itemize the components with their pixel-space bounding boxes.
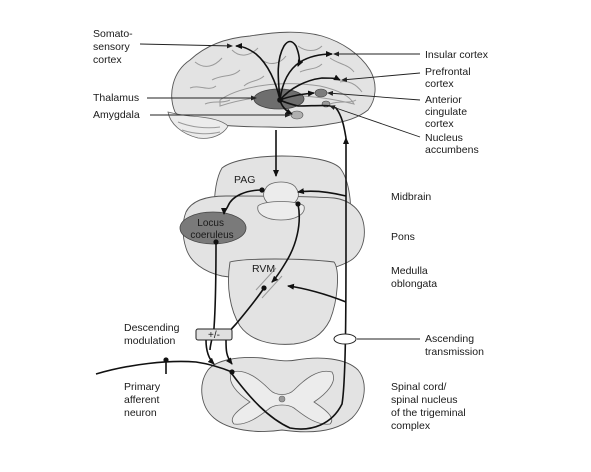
pag-node-right bbox=[295, 201, 301, 207]
label-nucleus-accumbens: Nucleus accumbens bbox=[425, 132, 479, 156]
label-na-line2: accumbens bbox=[425, 144, 479, 156]
label-acc-line2: cingulate bbox=[425, 106, 467, 118]
ascending-transmission-marker bbox=[333, 333, 357, 345]
tract-to-thalamus bbox=[279, 99, 347, 139]
rvm-region bbox=[255, 267, 283, 299]
label-pan-line2: afferent bbox=[124, 394, 159, 406]
label-pan-line1: Primary bbox=[124, 381, 161, 393]
collateral-to-rvm bbox=[287, 283, 347, 303]
leader-anterior-cingulate bbox=[327, 90, 421, 101]
label-pons: Pons bbox=[391, 231, 415, 243]
label-amygdala: Amygdala bbox=[93, 109, 140, 121]
leader-lines bbox=[139, 43, 421, 340]
label-at-line1: Ascending bbox=[425, 333, 474, 345]
dorsal-horn-node bbox=[229, 369, 235, 375]
label-locus-coeruleus: Locus coeruleus bbox=[190, 218, 233, 241]
label-somatosensory-line2: sensory bbox=[93, 41, 131, 53]
cerebellum-folds bbox=[177, 121, 221, 135]
pag-to-locus-coeruleus bbox=[221, 189, 263, 215]
label-descending-modulation: Descending modulation bbox=[124, 322, 182, 347]
projection-to-insula-right bbox=[279, 51, 333, 101]
rvm-node bbox=[261, 285, 267, 291]
locus-coeruleus-descending bbox=[209, 241, 217, 351]
label-spinal-cord: Spinal cord/ spinal nucleus of the trige… bbox=[391, 381, 469, 432]
leader-nucleus-accumbens bbox=[329, 105, 421, 138]
labels: Somato- sensory cortex Thalamus Amygdala… bbox=[93, 28, 489, 432]
projection-to-insula-left bbox=[277, 40, 304, 101]
label-primary-afferent-neuron: Primary afferent neuron bbox=[124, 381, 163, 419]
label-prefrontal-line2: cortex bbox=[425, 78, 454, 90]
label-pan-line3: neuron bbox=[124, 407, 157, 419]
locus-coeruleus-shape bbox=[179, 211, 247, 245]
central-canal bbox=[278, 395, 286, 403]
label-medulla-oblongata: Medulla oblongata bbox=[391, 265, 437, 290]
pathways: +/- bbox=[95, 40, 357, 430]
projection-to-somatosensory bbox=[235, 43, 281, 101]
label-lc-line2: coeruleus bbox=[190, 230, 233, 241]
pag-node-left bbox=[259, 187, 265, 193]
locus-coeruleus-node bbox=[213, 239, 219, 245]
label-medulla-line1: Medulla bbox=[391, 265, 428, 277]
leader-somatosensory bbox=[139, 43, 233, 49]
afferent-stub-node bbox=[163, 357, 169, 363]
leader-prefrontal bbox=[341, 72, 421, 83]
label-rvm: RVM bbox=[252, 263, 275, 275]
label-na-line1: Nucleus bbox=[425, 132, 463, 144]
label-pag: PAG bbox=[234, 174, 255, 186]
label-thalamus: Thalamus bbox=[93, 92, 139, 104]
modulation-box-label: +/- bbox=[208, 330, 220, 341]
label-midbrain: Midbrain bbox=[391, 191, 431, 203]
label-somatosensory-cortex: Somato- sensory cortex bbox=[93, 28, 136, 66]
label-somatosensory-line1: Somato- bbox=[93, 28, 133, 40]
label-prefrontal-line1: Prefrontal bbox=[425, 66, 471, 78]
label-medulla-line2: oblongata bbox=[391, 278, 437, 290]
label-dm-line2: modulation bbox=[124, 335, 176, 347]
label-sc-line2: spinal nucleus bbox=[391, 394, 458, 406]
amygdala-shape bbox=[290, 110, 304, 120]
ascending-tract bbox=[231, 137, 349, 430]
brain bbox=[167, 31, 376, 139]
label-sc-line1: Spinal cord/ bbox=[391, 381, 447, 393]
descending-to-dorsal-horn-a bbox=[205, 339, 215, 365]
brainstem bbox=[179, 155, 365, 345]
pag-to-rvm bbox=[271, 203, 301, 283]
label-sc-line3: of the trigeminal bbox=[391, 407, 466, 419]
modulation-box bbox=[195, 328, 233, 341]
collateral-to-pag bbox=[297, 188, 347, 197]
spinal-cord bbox=[201, 357, 365, 433]
label-acc-line1: Anterior bbox=[425, 94, 462, 106]
label-acc-line3: cortex bbox=[425, 118, 454, 130]
label-lc-line1: Locus bbox=[197, 218, 224, 229]
label-somatosensory-line3: cortex bbox=[93, 54, 122, 66]
label-sc-line4: complex bbox=[391, 420, 431, 432]
label-prefrontal-cortex: Prefrontal cortex bbox=[425, 66, 473, 90]
descending-to-dorsal-horn-b bbox=[225, 339, 233, 365]
projection-to-prefrontal bbox=[279, 74, 341, 101]
label-anterior-cingulate-cortex: Anterior cingulate cortex bbox=[425, 94, 470, 130]
primary-afferent-fiber bbox=[95, 360, 233, 375]
medulla-shape bbox=[228, 258, 338, 345]
label-dm-line1: Descending bbox=[124, 322, 180, 334]
anterior-cingulate-shape bbox=[314, 88, 328, 98]
label-at-line2: transmission bbox=[425, 346, 484, 358]
label-ascending-transmission: Ascending transmission bbox=[425, 333, 484, 358]
label-insular-cortex: Insular cortex bbox=[425, 49, 489, 61]
gyri-lines bbox=[189, 45, 363, 105]
thalamus-node bbox=[277, 97, 283, 103]
